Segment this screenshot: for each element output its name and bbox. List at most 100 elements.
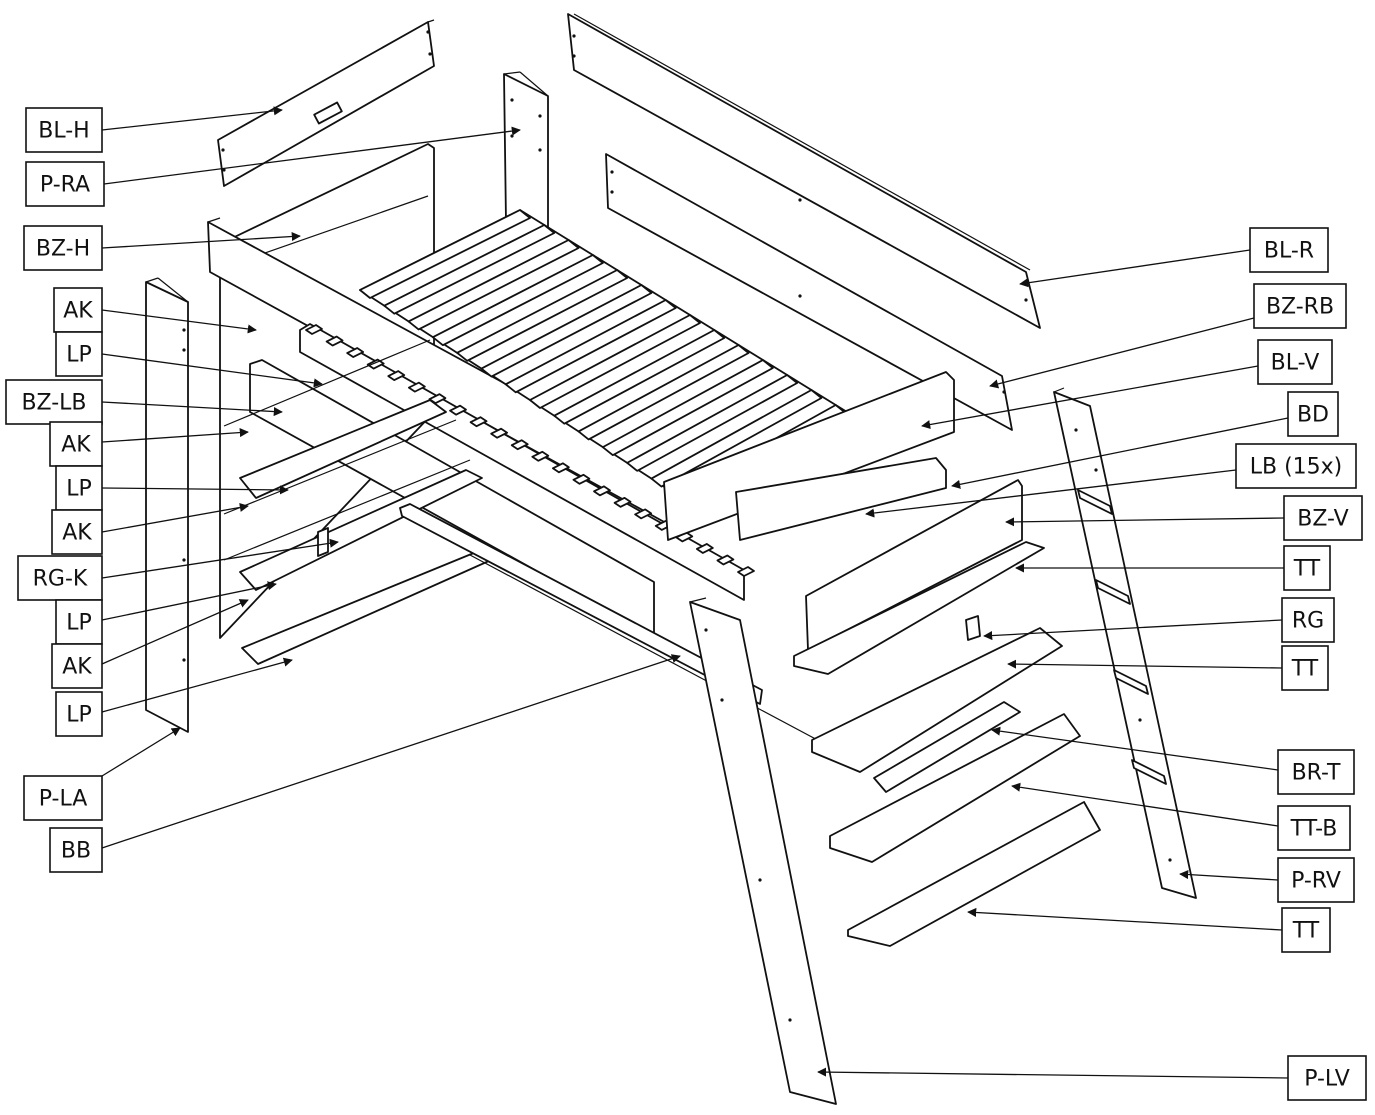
slat	[577, 344, 750, 441]
leader-bd	[951, 417, 1289, 489]
label-ak-4: AK	[51, 643, 103, 689]
label-bl-r: BL-R	[1249, 227, 1329, 273]
label-lp-2: LP	[55, 465, 103, 511]
leader-lp-4	[101, 657, 293, 713]
leader-lp-3	[101, 581, 277, 621]
slat	[601, 359, 774, 457]
part-tt-1	[793, 541, 1045, 675]
part-bl-h	[217, 19, 435, 187]
lb-block	[634, 508, 653, 520]
label-p-rv-text: P-RV	[1291, 869, 1341, 894]
leader-p-ra	[103, 126, 521, 185]
part-p-la	[145, 277, 189, 733]
lb-block	[572, 473, 591, 485]
slat	[504, 299, 677, 394]
leader-ak-3	[101, 502, 249, 533]
part-tt-3	[847, 801, 1101, 947]
part-p-rv	[1053, 387, 1197, 899]
lb-block	[510, 439, 529, 451]
leader-tt-3	[967, 907, 1283, 931]
leader-bl-v	[921, 365, 1259, 430]
lb-block	[490, 427, 509, 439]
label-bd-text: BD	[1297, 403, 1329, 428]
label-lp-3-text: LP	[66, 611, 92, 636]
lb-block	[305, 324, 323, 335]
lb-block	[387, 370, 406, 381]
label-tt-2: TT	[1281, 645, 1329, 691]
label-bz-rb-text: BZ-RB	[1266, 295, 1334, 320]
label-rg-text: RG	[1292, 609, 1324, 634]
label-bb-text: BB	[61, 839, 91, 864]
slat	[650, 389, 823, 488]
lb-block	[695, 543, 714, 554]
label-lp-3: LP	[55, 599, 103, 645]
slat	[529, 314, 701, 409]
label-tt-2-text: TT	[1291, 657, 1319, 682]
label-bz-v-text: BZ-V	[1297, 507, 1348, 532]
label-bl-r-text: BL-R	[1264, 239, 1314, 264]
lb-block	[346, 347, 365, 358]
label-bz-lb: BZ-LB	[5, 379, 103, 425]
lb-block	[325, 335, 344, 347]
label-lp-4: LP	[55, 691, 103, 737]
label-bz-h: BZ-H	[23, 225, 103, 271]
label-lb-text: LB (15x)	[1250, 455, 1343, 480]
leader-tt-2	[1007, 659, 1283, 669]
leader-lp-1	[101, 353, 323, 388]
leader-p-lv	[817, 1067, 1289, 1079]
label-lp-2-text: LP	[66, 477, 92, 502]
label-lp-1: LP	[55, 331, 103, 377]
leader-p-rv	[1179, 869, 1279, 881]
leader-rg	[983, 619, 1283, 641]
label-lp-4-text: LP	[66, 703, 92, 728]
label-p-lv: P-LV	[1287, 1055, 1367, 1101]
leader-bz-h	[101, 231, 301, 249]
leader-bb	[101, 654, 681, 849]
part-br-t	[873, 701, 1021, 793]
slat	[407, 239, 580, 331]
lb-block	[613, 496, 632, 508]
slat	[431, 254, 604, 347]
label-ak-1: AK	[53, 287, 103, 333]
lb-block	[551, 462, 570, 474]
leader-br-t	[991, 726, 1279, 771]
lb-block	[449, 404, 467, 416]
part-p-lv	[689, 597, 837, 1105]
part-bz-v	[805, 479, 1023, 651]
label-ak-3: AK	[51, 509, 103, 555]
leader-lb	[865, 469, 1237, 518]
leader-tt-b	[1011, 782, 1279, 827]
label-ak-1-text: AK	[63, 299, 93, 324]
part-bl-r	[567, 13, 1041, 329]
slat	[456, 269, 629, 362]
label-ak-2-text: AK	[61, 433, 91, 458]
leader-bz-v	[1005, 517, 1285, 527]
label-bl-v: BL-V	[1257, 339, 1333, 385]
slat	[480, 284, 653, 378]
label-p-la-text: P-LA	[39, 787, 88, 812]
label-lp-1-text: LP	[66, 343, 92, 368]
slat	[626, 374, 799, 472]
label-bb: BB	[49, 827, 103, 873]
label-p-rv: P-RV	[1277, 857, 1355, 903]
part-bb	[399, 503, 841, 753]
leader-lp-2	[101, 485, 289, 495]
lb-block	[716, 554, 735, 566]
leader-bz-rb	[989, 317, 1255, 389]
label-rg-k-text: RG-K	[33, 567, 88, 592]
label-rg: RG	[1281, 597, 1335, 643]
leader-bl-h	[101, 106, 283, 131]
leader-ak-1	[101, 309, 257, 334]
slat	[383, 224, 556, 315]
label-bl-h-text: BL-H	[38, 119, 89, 144]
leader-ak-4	[101, 599, 249, 665]
label-ak-3-text: AK	[62, 521, 92, 546]
label-bl-h: BL-H	[25, 107, 103, 153]
label-bd: BD	[1287, 391, 1339, 437]
lb-block	[407, 381, 426, 393]
label-rg-k: RG-K	[17, 555, 103, 601]
label-p-lv-text: P-LV	[1304, 1067, 1350, 1092]
lb-block	[593, 485, 611, 497]
part-bz-lb	[249, 359, 655, 637]
